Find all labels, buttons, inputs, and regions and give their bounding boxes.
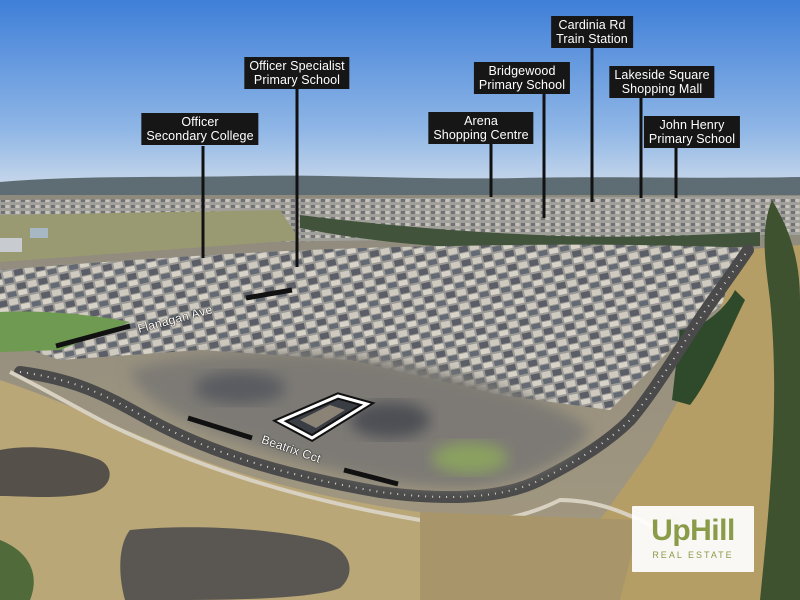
callout-line2: Primary School xyxy=(253,73,341,87)
tree-belt xyxy=(300,215,760,251)
blurred-roof xyxy=(195,372,285,404)
pond-upper xyxy=(0,447,110,497)
tree-line-east xyxy=(760,200,800,600)
callout-leader xyxy=(201,146,205,258)
callout-label: Arena Shopping Centre xyxy=(428,112,534,144)
callout-line1: Bridgewood xyxy=(488,64,556,78)
agency-logo: UpHill REAL ESTATE xyxy=(632,506,754,572)
callout-line2: Shopping Mall xyxy=(621,82,703,96)
logo-wordmark: UpHill xyxy=(651,514,735,547)
highlighted-property xyxy=(271,392,376,443)
callout-label: Officer Secondary College xyxy=(141,113,259,145)
callout-line1: John Henry xyxy=(659,118,725,132)
callout-line2: Train Station xyxy=(556,32,628,46)
callout-line2: Primary School xyxy=(648,132,736,146)
industrial-building xyxy=(0,238,22,252)
callout-leader xyxy=(639,98,643,198)
callout-line1: Officer xyxy=(181,115,219,129)
blurred-lawn xyxy=(432,442,508,474)
callout-line2: Secondary College xyxy=(146,129,254,143)
callout-line1: Officer Specialist xyxy=(249,59,345,73)
left-fields xyxy=(0,210,300,262)
walking-path xyxy=(9,370,661,532)
callout-line2: Primary School xyxy=(478,78,566,92)
callout-leader xyxy=(489,144,493,197)
callout-leader xyxy=(295,89,299,267)
distant-hills xyxy=(0,175,800,200)
beatrix-marker-right xyxy=(343,467,399,487)
flanagan-marker-right xyxy=(245,287,293,301)
callout-label: Officer Specialist Primary School xyxy=(244,57,350,89)
callout-label: Cardinia Rd Train Station xyxy=(551,16,633,48)
beatrix-marker-left xyxy=(187,415,253,441)
tree-strip xyxy=(672,290,745,405)
callout-label: Lakeside Square Shopping Mall xyxy=(609,66,715,98)
reeds xyxy=(0,540,34,600)
callout-label: John Henry Primary School xyxy=(643,116,741,148)
park xyxy=(0,311,130,352)
callout-line2: Shopping Centre xyxy=(433,128,529,142)
callout-line1: Arena xyxy=(464,114,498,128)
pond-lower xyxy=(120,527,350,600)
industrial-building xyxy=(30,228,48,238)
blurred-roof xyxy=(350,402,430,438)
logo-subtitle: REAL ESTATE xyxy=(652,550,734,560)
callout-line1: Cardinia Rd xyxy=(558,18,626,32)
callout-leader xyxy=(590,48,594,202)
grassland-south xyxy=(420,512,640,600)
main-road xyxy=(14,244,754,503)
callout-line1: Lakeside Square xyxy=(614,68,710,82)
callout-leader xyxy=(542,94,546,218)
flanagan-marker-left xyxy=(55,323,131,349)
callout-leader xyxy=(674,148,678,198)
housing-estate xyxy=(0,244,750,410)
callout-label: Bridgewood Primary School xyxy=(473,62,571,94)
